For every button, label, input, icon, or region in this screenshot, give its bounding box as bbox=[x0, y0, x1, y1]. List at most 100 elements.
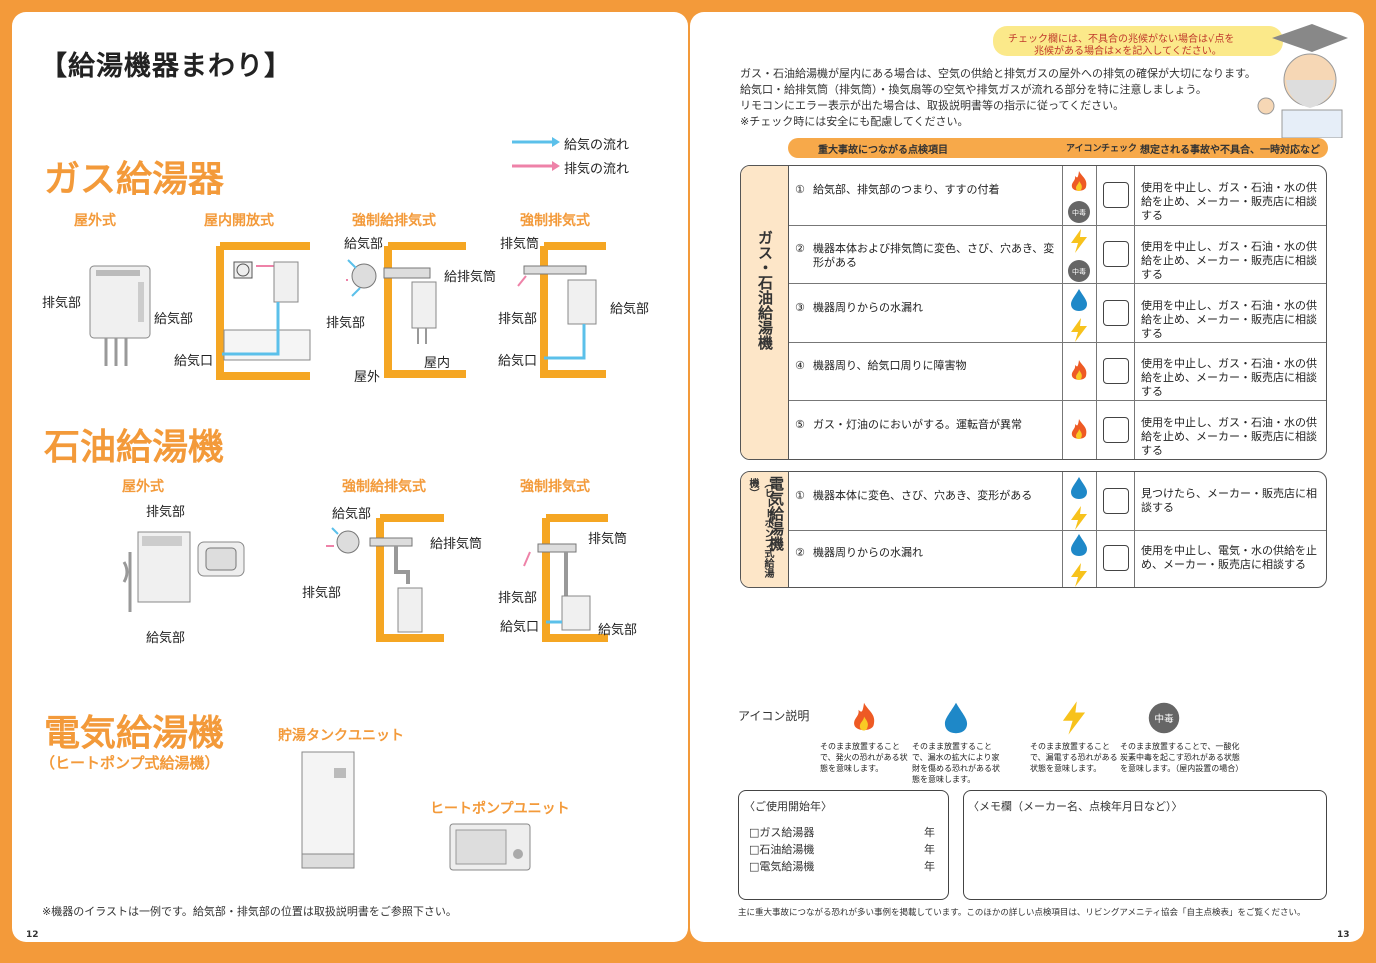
water-icon bbox=[1071, 288, 1087, 311]
column-divider bbox=[1062, 341, 1063, 401]
electric-heading: 電気給湯機 bbox=[44, 713, 225, 754]
column-divider bbox=[1096, 283, 1097, 342]
legend-supply: 給気の流れ bbox=[564, 138, 630, 153]
oil-type-outdoor: 屋外式 bbox=[122, 479, 164, 495]
gas-fe-inlet-label: 給気口 bbox=[498, 354, 538, 369]
check-box[interactable] bbox=[1103, 299, 1129, 326]
legend-description: そのまま放置することで、漏水の拡大により家財を傷める恐れがある状態を意味します。 bbox=[912, 742, 1000, 784]
co-poison-icon: 中毒 bbox=[1068, 259, 1090, 282]
intro-line-4: ※チェック時には安全にも配慮してください。 bbox=[740, 115, 969, 128]
oil-outdoor-exhaust-label: 排気部 bbox=[146, 505, 186, 520]
check-box[interactable] bbox=[1103, 358, 1129, 385]
column-divider bbox=[1062, 224, 1063, 284]
column-divider bbox=[1096, 400, 1097, 459]
column-divider bbox=[1096, 529, 1097, 587]
intro-line-2: 給気口・給排気筒（排気筒）・換気扇等の空気や排気ガスが流れる部分を特に注意しまし… bbox=[740, 83, 1207, 96]
column-divider bbox=[1062, 529, 1063, 587]
water-icon bbox=[1071, 476, 1087, 499]
usage-title: 〈ご使用開始年〉 bbox=[744, 800, 832, 813]
oil-ff-pipe-label: 給排気筒 bbox=[430, 537, 483, 552]
electric-group-label: 電気給湯機 bbox=[767, 476, 785, 551]
speech-bubble bbox=[993, 26, 1283, 56]
oil-ff-exhaust-label: 排気部 bbox=[302, 586, 342, 601]
gas-type-fe: 強制排気式 bbox=[520, 213, 590, 229]
check-box[interactable] bbox=[1103, 487, 1129, 514]
row-inspection-item: ガス・灯油のにおいがする。運転音が異常 bbox=[813, 417, 1022, 431]
svg-text:中毒: 中毒 bbox=[1154, 712, 1174, 725]
bubble-line-2: 兆候がある場合は×を記入してください。 bbox=[1034, 46, 1222, 57]
row-number: ① bbox=[795, 488, 805, 502]
fire-icon bbox=[854, 702, 875, 731]
row-icons: 中毒 bbox=[1066, 228, 1092, 288]
lightning-icon bbox=[1071, 505, 1087, 530]
legend-icon bbox=[846, 700, 882, 740]
column-divider bbox=[1134, 529, 1135, 587]
table-header bbox=[788, 138, 1328, 158]
electric-heatpump-label: ヒートポンプユニット bbox=[430, 801, 570, 817]
electric-group-sublabel: （ヒートポンプ式給湯機） bbox=[747, 478, 773, 578]
check-box[interactable] bbox=[1103, 240, 1129, 267]
intro-line-3: リモコンにエラー表示が出た場合は、取扱説明書等の指示に従ってください。 bbox=[740, 99, 1125, 112]
bubble-line-1: チェック欄には、不具合の兆候がない場合は√点を bbox=[1008, 34, 1235, 45]
oil-type-ff: 強制給排気式 bbox=[342, 479, 426, 495]
memo-box[interactable] bbox=[963, 790, 1327, 900]
row-icons bbox=[1066, 532, 1092, 592]
professor-illustration bbox=[1257, 24, 1348, 138]
legend-icon bbox=[938, 700, 974, 740]
right-footer: 主に重大事故につながる恐れが多い事例を掲載しています。このほかの詳しい点検項目は… bbox=[738, 908, 1306, 918]
electric-tank-label: 貯湯タンクユニット bbox=[278, 728, 404, 744]
row-icons bbox=[1066, 417, 1092, 447]
column-divider bbox=[1062, 472, 1063, 530]
gas-outdoor-exhaust-label: 排気部 bbox=[42, 296, 82, 311]
row-inspection-item: 機器周りからの水漏れ bbox=[813, 546, 923, 560]
tank-unit-illustration bbox=[301, 751, 355, 869]
electric-subheading: （ヒートポンプ式給湯機） bbox=[40, 754, 220, 772]
row-icons bbox=[1066, 287, 1092, 347]
legend-icon: 中毒 bbox=[1146, 700, 1182, 740]
row-action: 使用を中止し、ガス・石油・水の供給を止め、メーカー・販売店に相談する bbox=[1141, 239, 1317, 281]
svg-text:中毒: 中毒 bbox=[1072, 208, 1086, 217]
usage-row-gas[interactable]: □ガス給湯器 bbox=[749, 826, 815, 839]
lightning-icon bbox=[1062, 701, 1086, 735]
oil-ff-supply-label: 給気部 bbox=[332, 507, 372, 522]
row-divider bbox=[789, 224, 1326, 226]
gas-outdoor-illustration bbox=[89, 265, 151, 366]
supply-arrow-icon bbox=[512, 137, 560, 147]
row-inspection-item: 機器周りからの水漏れ bbox=[813, 300, 923, 314]
row-number: ⑤ bbox=[795, 417, 805, 431]
check-box[interactable] bbox=[1103, 416, 1129, 443]
column-divider bbox=[1134, 283, 1135, 342]
heatpump-unit-illustration bbox=[449, 823, 531, 871]
usage-row-electric[interactable]: □電気給湯機 bbox=[749, 860, 815, 873]
electric-table bbox=[740, 471, 1327, 588]
left-page-number: 12 bbox=[26, 930, 39, 940]
usage-row-oil[interactable]: □石油給湯機 bbox=[749, 843, 815, 856]
gas-fe-supply-label: 給気部 bbox=[610, 302, 650, 317]
row-action: 使用を中止し、ガス・石油・水の供給を止め、メーカー・販売店に相談する bbox=[1141, 181, 1317, 223]
oil-outdoor-illustration bbox=[122, 531, 245, 612]
oil-outdoor-supply-label: 給気部 bbox=[146, 631, 186, 646]
column-divider bbox=[1062, 400, 1063, 459]
header-check: チェック bbox=[1101, 144, 1138, 154]
page-title: 【給湯機器まわり】 bbox=[40, 51, 292, 82]
icon-legend-title: アイコン説明 bbox=[738, 709, 810, 723]
gas-fe-illustration bbox=[517, 242, 606, 378]
gas-ff-exhaust-label: 排気部 bbox=[326, 316, 366, 331]
oil-fe-illustration bbox=[523, 514, 608, 642]
right-page bbox=[690, 12, 1364, 942]
lightning-icon bbox=[1071, 563, 1087, 588]
row-divider bbox=[789, 283, 1326, 285]
fire-icon bbox=[1071, 360, 1087, 381]
gas-indoor-inlet-label: 給気口 bbox=[174, 354, 214, 369]
gas-ff-supply-label: 給気部 bbox=[344, 237, 384, 252]
oil-fe-supply-label: 給気部 bbox=[598, 623, 638, 638]
fire-icon bbox=[1071, 171, 1087, 192]
oil-fe-pipe-label: 排気筒 bbox=[588, 532, 628, 547]
row-inspection-item: 給気部、排気部のつまり、すすの付着 bbox=[813, 183, 1000, 197]
row-number: ② bbox=[795, 546, 805, 560]
check-box[interactable] bbox=[1103, 545, 1129, 572]
usage-unit-gas: 年 bbox=[924, 826, 935, 839]
gas-type-indoor-open: 屋内開放式 bbox=[204, 213, 274, 229]
check-box[interactable] bbox=[1103, 182, 1129, 209]
legend-icon bbox=[1056, 700, 1092, 740]
